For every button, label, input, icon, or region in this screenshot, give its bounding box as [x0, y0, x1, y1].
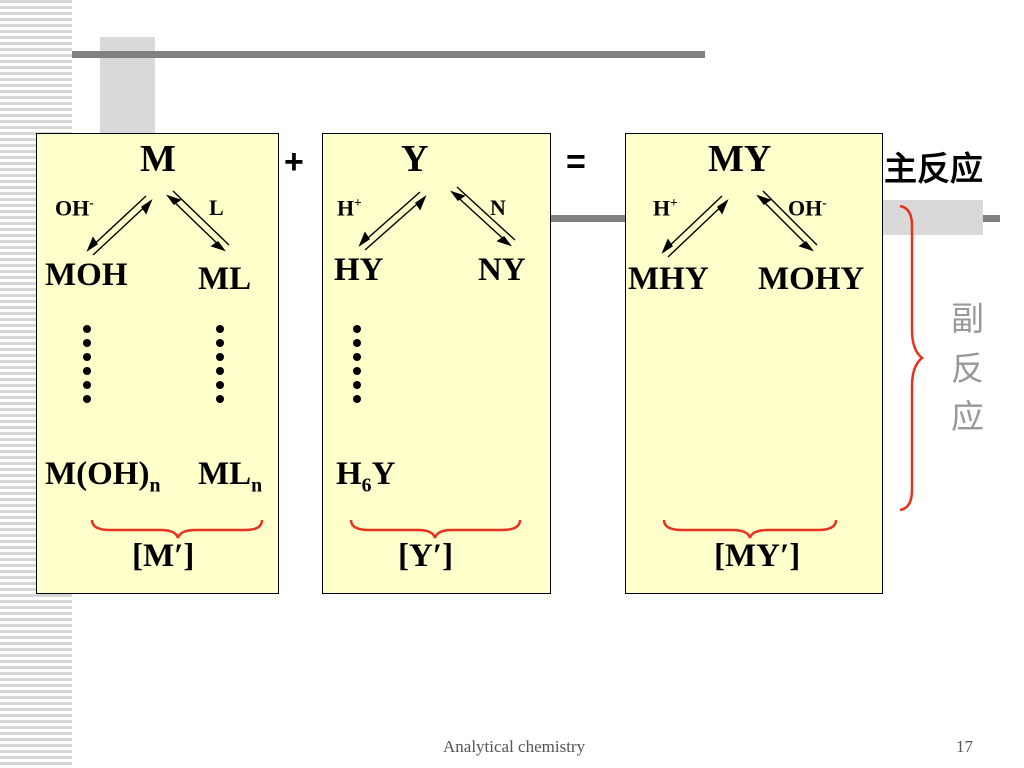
product-hy: HY [334, 252, 384, 288]
metal-box [36, 133, 279, 594]
end-m-oh-n: M(OH)n [45, 456, 161, 497]
side-reaction-char-1: 副 [951, 299, 984, 338]
ligand-h-label-right: H+ [653, 195, 678, 221]
end-ml-n: MLn [198, 456, 263, 497]
product-ml: ML [198, 261, 252, 297]
ligand-box [322, 133, 551, 594]
equilibrium-arrow-m-l [166, 190, 230, 252]
right-block-decoration [880, 200, 983, 235]
side-reaction-brace [899, 204, 924, 512]
ligand-h-label: H+ [337, 195, 362, 221]
equilibrium-arrow-y-h [358, 191, 427, 251]
product-ny: NY [478, 252, 526, 288]
brace-my-prime [662, 519, 838, 539]
side-reaction-char-2: 反 [951, 349, 984, 388]
main-reaction-label: 主反应 [884, 149, 983, 188]
ligand-l-label: L [209, 195, 224, 220]
equilibrium-arrow-my-h [661, 195, 729, 258]
complex-box [625, 133, 883, 594]
brace-y-prime [349, 519, 522, 539]
product-mohy: MOHY [758, 261, 865, 297]
footer-title: Analytical chemistry [443, 737, 586, 756]
equilibrium-arrow-y-n [450, 186, 516, 247]
total-m-prime: [M′] [132, 538, 195, 574]
side-reaction-char-3: 应 [951, 397, 984, 436]
total-my-prime: [MY′] [714, 538, 801, 574]
page-number: 17 [956, 737, 973, 756]
equilibrium-arrow-my-oh [756, 190, 818, 252]
top-rule-decoration [72, 51, 705, 58]
ligand-oh-label-right: OH- [788, 195, 827, 221]
equilibrium-arrow-m-oh [86, 195, 153, 256]
end-h6y: H6Y [336, 456, 396, 497]
product-mhy: MHY [628, 261, 709, 297]
plus-sign: + [284, 143, 304, 181]
ligand-n-label: N [490, 195, 506, 220]
product-moh: MOH [45, 257, 128, 293]
equals-sign: = [566, 143, 586, 181]
total-y-prime: [Y′] [398, 538, 454, 574]
continuation-dots [83, 325, 361, 403]
brace-m-prime [90, 519, 264, 539]
species-y: Y [401, 138, 429, 180]
species-my: MY [708, 138, 772, 180]
species-m: M [140, 138, 176, 180]
ligand-oh-label: OH- [55, 195, 94, 221]
